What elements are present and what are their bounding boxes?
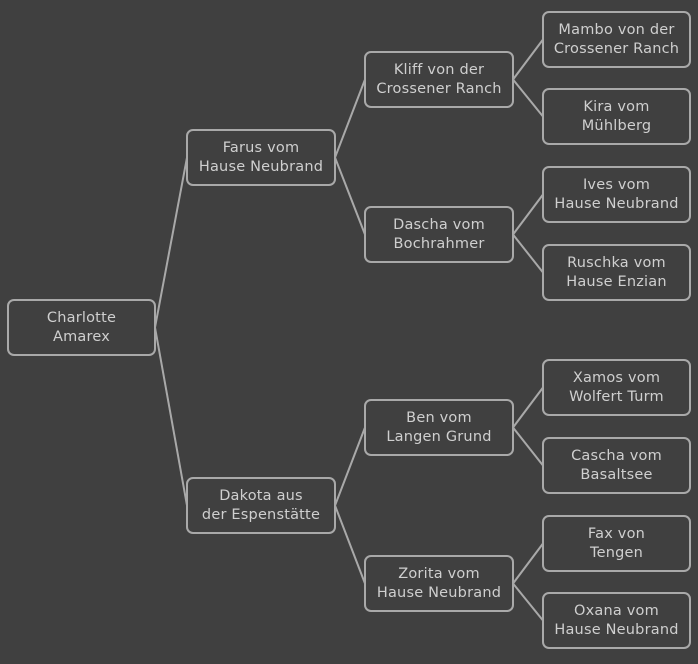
node-sire-dam-dam-line-2: Hause Enzian [566, 273, 667, 290]
node-dam-dam-line-1: Zorita vom [398, 565, 480, 582]
node-sire-dam-dam: Ruschka vom Hause Enzian [542, 244, 691, 301]
node-dam: Dakota aus der Espenstätte [186, 477, 336, 534]
node-dam-dam-dam: Oxana vom Hause Neubrand [542, 592, 691, 649]
connector-node-dam-dam-to-node-dam-dam-dam [512, 582, 544, 622]
connector-node-sire-to-node-sire-sire [334, 79, 366, 158]
node-dam-dam-line-2: Hause Neubrand [376, 584, 502, 601]
node-dam-sire-line-2: Langen Grund [386, 428, 492, 445]
node-sire-sire-sire-line-1: Mambo von der [558, 21, 675, 38]
node-dam-sire: Ben vom Langen Grund [364, 399, 514, 456]
connector-node-root-to-node-dam [154, 327, 188, 506]
node-dam-dam-sire: Fax von Tengen [542, 515, 691, 572]
node-dam-sire-sire-line-2: Wolfert Turm [569, 388, 664, 405]
connector-node-sire-sire-to-node-sire-sire-sire [512, 38, 544, 81]
node-sire-sire-sire-line-2: Crossener Ranch [553, 40, 680, 57]
connector-node-root-to-node-sire [154, 157, 188, 328]
connector-node-sire-to-node-sire-dam [334, 157, 366, 235]
node-sire-sire-line-2: Crossener Ranch [376, 80, 502, 97]
node-sire-sire-dam-line-1: Kira vom [583, 98, 650, 115]
node-dam-dam-dam-line-2: Hause Neubrand [554, 621, 679, 638]
node-dam-line-1: Dakota aus [219, 487, 303, 504]
node-root-line-1: Charlotte [46, 309, 117, 326]
node-dam-sire-dam-line-1: Cascha vom [571, 447, 662, 464]
node-dam-line-2: der Espenstätte [201, 506, 321, 523]
node-sire-sire-dam-line-2: Mühlberg [581, 117, 652, 134]
node-sire-line-1: Farus vom [222, 139, 300, 156]
node-dam-dam-sire-line-2: Tengen [589, 544, 644, 561]
node-sire-dam-sire-line-1: Ives vom [582, 176, 651, 193]
node-sire-sire-sire: Mambo von der Crossener Ranch [542, 11, 691, 68]
node-dam-sire-sire: Xamos vom Wolfert Turm [542, 359, 691, 416]
node-sire-dam-dam-line-1: Ruschka vom [567, 254, 666, 271]
node-root: Charlotte Amarex [7, 299, 156, 356]
node-dam-sire-dam: Cascha vom Basaltsee [542, 437, 691, 494]
connector-node-dam-dam-to-node-dam-dam-sire [512, 542, 544, 585]
connector-node-sire-dam-to-node-sire-dam-sire [512, 193, 544, 236]
node-sire-sire-dam: Kira vom Mühlberg [542, 88, 691, 145]
node-sire-line-2: Hause Neubrand [198, 158, 324, 175]
node-sire-sire: Kliff von der Crossener Ranch [364, 51, 514, 108]
connector-node-dam-sire-to-node-dam-sire-dam [512, 426, 544, 467]
node-sire-dam-sire-line-2: Hause Neubrand [554, 195, 679, 212]
node-sire-sire-line-1: Kliff von der [393, 61, 485, 78]
node-dam-sire-line-1: Ben vom [406, 409, 472, 426]
node-root-line-2: Amarex [52, 328, 111, 345]
node-dam-dam-dam-line-1: Oxana vom [574, 602, 659, 619]
node-dam-sire-sire-line-1: Xamos vom [572, 369, 661, 386]
connector-node-sire-sire-to-node-sire-sire-dam [512, 78, 544, 118]
node-sire-dam-sire: Ives vom Hause Neubrand [542, 166, 691, 223]
node-sire-dam: Dascha vom Bochrahmer [364, 206, 514, 263]
node-dam-dam-sire-line-1: Fax von [587, 525, 646, 542]
node-sire-dam-line-2: Bochrahmer [393, 235, 485, 252]
node-sire: Farus vom Hause Neubrand [186, 129, 336, 186]
node-dam-sire-dam-line-2: Basaltsee [580, 466, 653, 483]
node-dam-dam: Zorita vom Hause Neubrand [364, 555, 514, 612]
connector-node-dam-to-node-dam-dam [334, 505, 366, 584]
connector-node-sire-dam-to-node-sire-dam-dam [512, 233, 544, 274]
connector-node-dam-to-node-dam-sire [334, 427, 366, 506]
node-sire-dam-line-1: Dascha vom [393, 216, 485, 233]
connector-node-dam-sire-to-node-dam-sire-sire [512, 386, 544, 429]
